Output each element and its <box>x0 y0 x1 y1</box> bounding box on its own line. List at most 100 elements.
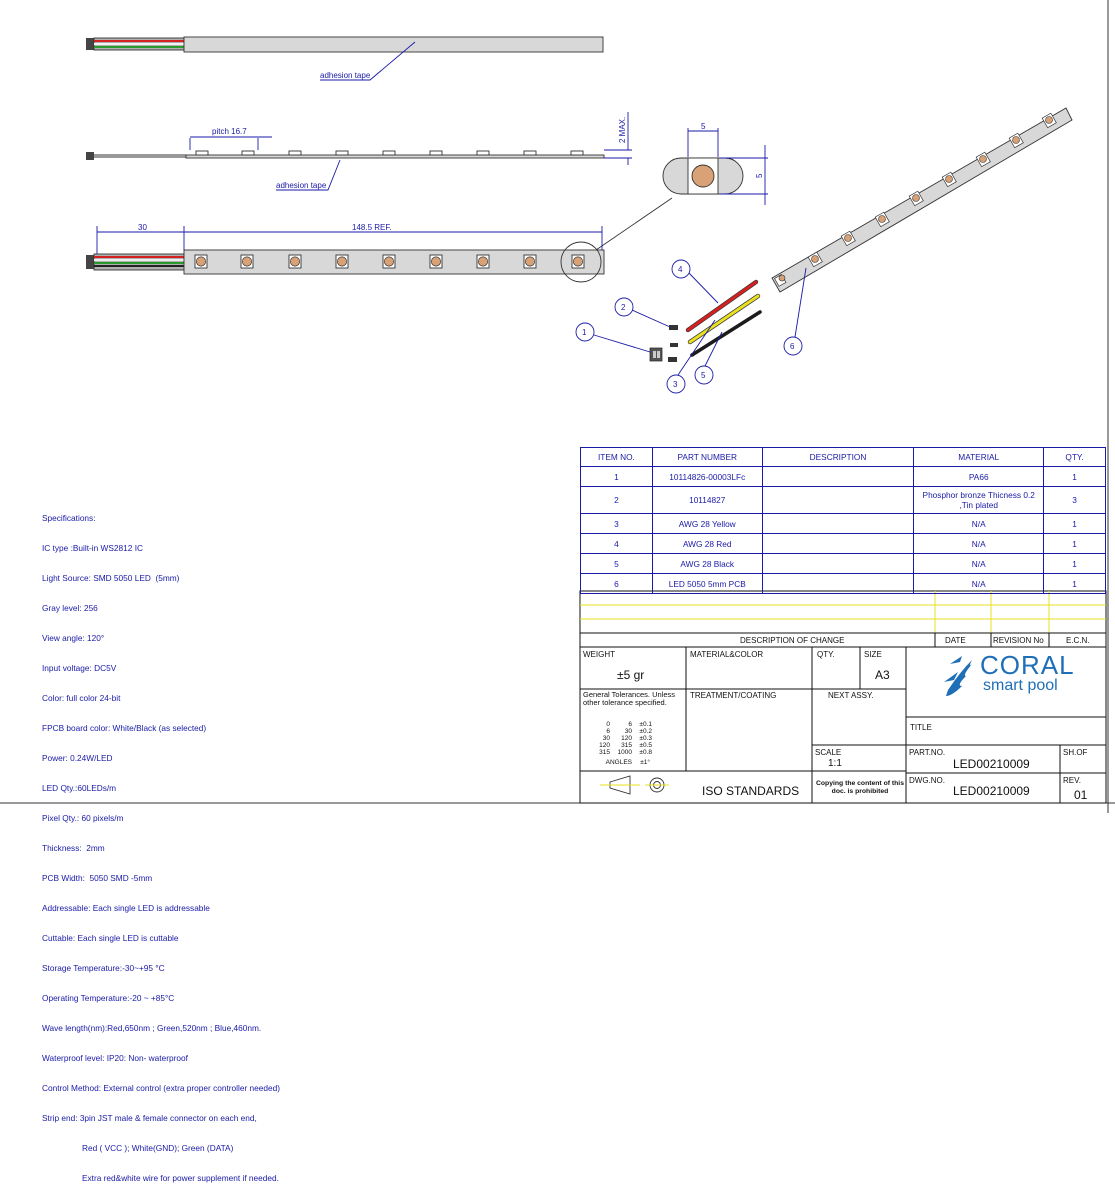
side-led-4 <box>335 150 349 156</box>
spec-line: Cuttable: Each single LED is cuttable <box>42 933 179 943</box>
detail-width-label: 5 <box>701 122 706 131</box>
balloon-1: 1 <box>575 322 651 353</box>
pitch-label: pitch 16.7 <box>212 127 247 136</box>
svg-text:1: 1 <box>582 328 587 337</box>
bom-cell: 10114827 <box>651 486 763 514</box>
bom-cell: 2 <box>580 486 653 514</box>
max-height-label: 2 MAX. <box>618 117 627 143</box>
dwg-no-value: LED00210009 <box>953 784 1030 798</box>
spec-line: Wave length(nm):Red,650nm ; Green,520nm … <box>42 1023 262 1033</box>
technical-drawing: adhesion tape pitch 16.7 2 MAX. <box>0 0 1115 813</box>
bom-header-desc: DESCRIPTION <box>761 447 915 467</box>
spec-line: Operating Temperature:-20 ~ +85°C <box>42 993 175 1003</box>
terminal-pin-2 <box>670 343 678 347</box>
bom-cell <box>761 573 915 594</box>
bom-cell: 4 <box>580 533 653 554</box>
spec-line: Specifications: <box>42 513 96 523</box>
coral-logo-tagline: smart pool <box>983 677 1058 694</box>
ecn-label: E.C.N. <box>1066 636 1090 645</box>
dwg-no-label: DWG.NO. <box>909 776 945 785</box>
scale-value: 1:1 <box>828 758 842 769</box>
dim-ref-label: 148.5 REF. <box>352 223 392 232</box>
bom-cell <box>761 466 915 487</box>
bom-cell <box>761 553 915 574</box>
balloon-5: 5 <box>694 331 723 385</box>
sheet-label: SH.OF <box>1063 748 1088 757</box>
adhesion-tape-top-callout: adhesion tape <box>320 41 416 81</box>
bom-cell <box>761 513 915 534</box>
weight-value: ±5 gr <box>617 668 645 682</box>
bom-cell: AWG 28 Black <box>651 553 763 574</box>
material-color-label: MATERIAL&COLOR <box>690 650 764 659</box>
bom-cell <box>761 533 915 554</box>
scale-label: SCALE <box>815 748 842 757</box>
revision-no-label: REVISION No <box>993 636 1044 645</box>
side-led-bumps <box>195 150 584 156</box>
qty-label: QTY. <box>817 650 835 659</box>
table-row: 1 10114826-00003LFc PA66 1 <box>580 466 1106 487</box>
balloon-6: 6 <box>783 267 807 356</box>
table-row: 6 LED 5050 5mm PCB N/A 1 <box>580 573 1106 594</box>
spec-line: Control Method: External control (extra … <box>42 1083 280 1093</box>
spec-line: IC type :Built-in WS2812 IC <box>42 543 143 553</box>
bom-cell: LED 5050 5mm PCB <box>651 573 763 594</box>
bom-cell: N/A <box>913 573 1045 594</box>
bom-cell: N/A <box>913 553 1045 574</box>
front-leds <box>194 254 585 269</box>
bom-cell: 1 <box>1043 513 1106 534</box>
side-led-7 <box>476 150 490 156</box>
svg-text:5: 5 <box>701 371 706 380</box>
projection-symbol <box>600 775 669 795</box>
bom-cell: 5 <box>580 553 653 574</box>
side-led-6 <box>429 150 443 156</box>
balloon-3: 3 <box>666 319 716 394</box>
bom-header-item: ITEM NO. <box>580 447 653 467</box>
general-tolerances-label: General Tolerances. Unless other toleran… <box>583 690 675 707</box>
table-row: 2 10114827 Phosphor bronze Thicness 0.2 … <box>580 486 1106 514</box>
bom-header-row: ITEM NO. PART NUMBER DESCRIPTION MATERIA… <box>580 447 1106 467</box>
bom-cell: PA66 <box>913 466 1045 487</box>
bom-header-part: PART NUMBER <box>651 447 763 467</box>
adhesion-tape-top-label: adhesion tape <box>320 71 371 80</box>
side-led-2 <box>241 150 255 156</box>
description-of-change-label: DESCRIPTION OF CHANGE <box>740 636 845 645</box>
side-led-3 <box>288 150 302 156</box>
size-value: A3 <box>875 668 890 682</box>
strip-side-view <box>86 150 605 160</box>
detail-circle <box>560 241 602 283</box>
title-block-grid <box>579 590 1107 804</box>
bom-cell: 3 <box>1043 486 1106 514</box>
spec-line: Red ( VCC ); White(GND); Green (DATA) <box>82 1143 234 1153</box>
balloon-2: 2 <box>614 297 671 328</box>
bom-cell: 1 <box>1043 466 1106 487</box>
side-led-5 <box>382 150 396 156</box>
bom-cell: N/A <box>913 533 1045 554</box>
treatment-label: TREATMENT/COATING <box>690 691 777 700</box>
spec-line: Power: 0.24W/LED <box>42 753 113 763</box>
weight-label: WEIGHT <box>583 650 615 659</box>
rev-label: REV. <box>1063 776 1081 785</box>
terminal-pin-1 <box>669 325 678 330</box>
bom-cell: 6 <box>580 573 653 594</box>
height-dimension: 2 MAX. <box>604 112 632 165</box>
coral-logo-icon <box>944 656 972 696</box>
bom-cell: AWG 28 Red <box>651 533 763 554</box>
copy-notice: Copying the content of this doc. is proh… <box>816 780 904 795</box>
spec-line: Addressable: Each single LED is addressa… <box>42 903 210 913</box>
bom-cell: 3 <box>580 513 653 534</box>
detail-leader <box>595 197 673 251</box>
balloon-4: 4 <box>671 259 719 304</box>
balloons: 1 2 3 4 5 6 <box>575 259 807 394</box>
exploded-wires <box>685 279 762 357</box>
angles-row: ANGLES±1° <box>605 759 650 766</box>
spec-line: Color: full color 24-bit <box>42 693 121 703</box>
yellow-wire <box>688 294 760 344</box>
spec-line: Light Source: SMD 5050 LED (5mm) <box>42 573 180 583</box>
size-label: SIZE <box>864 650 882 659</box>
spec-line: Waterproof level: IP20: Non- waterproof <box>42 1053 188 1063</box>
adhesion-tape-mid-callout: adhesion tape <box>276 159 341 191</box>
